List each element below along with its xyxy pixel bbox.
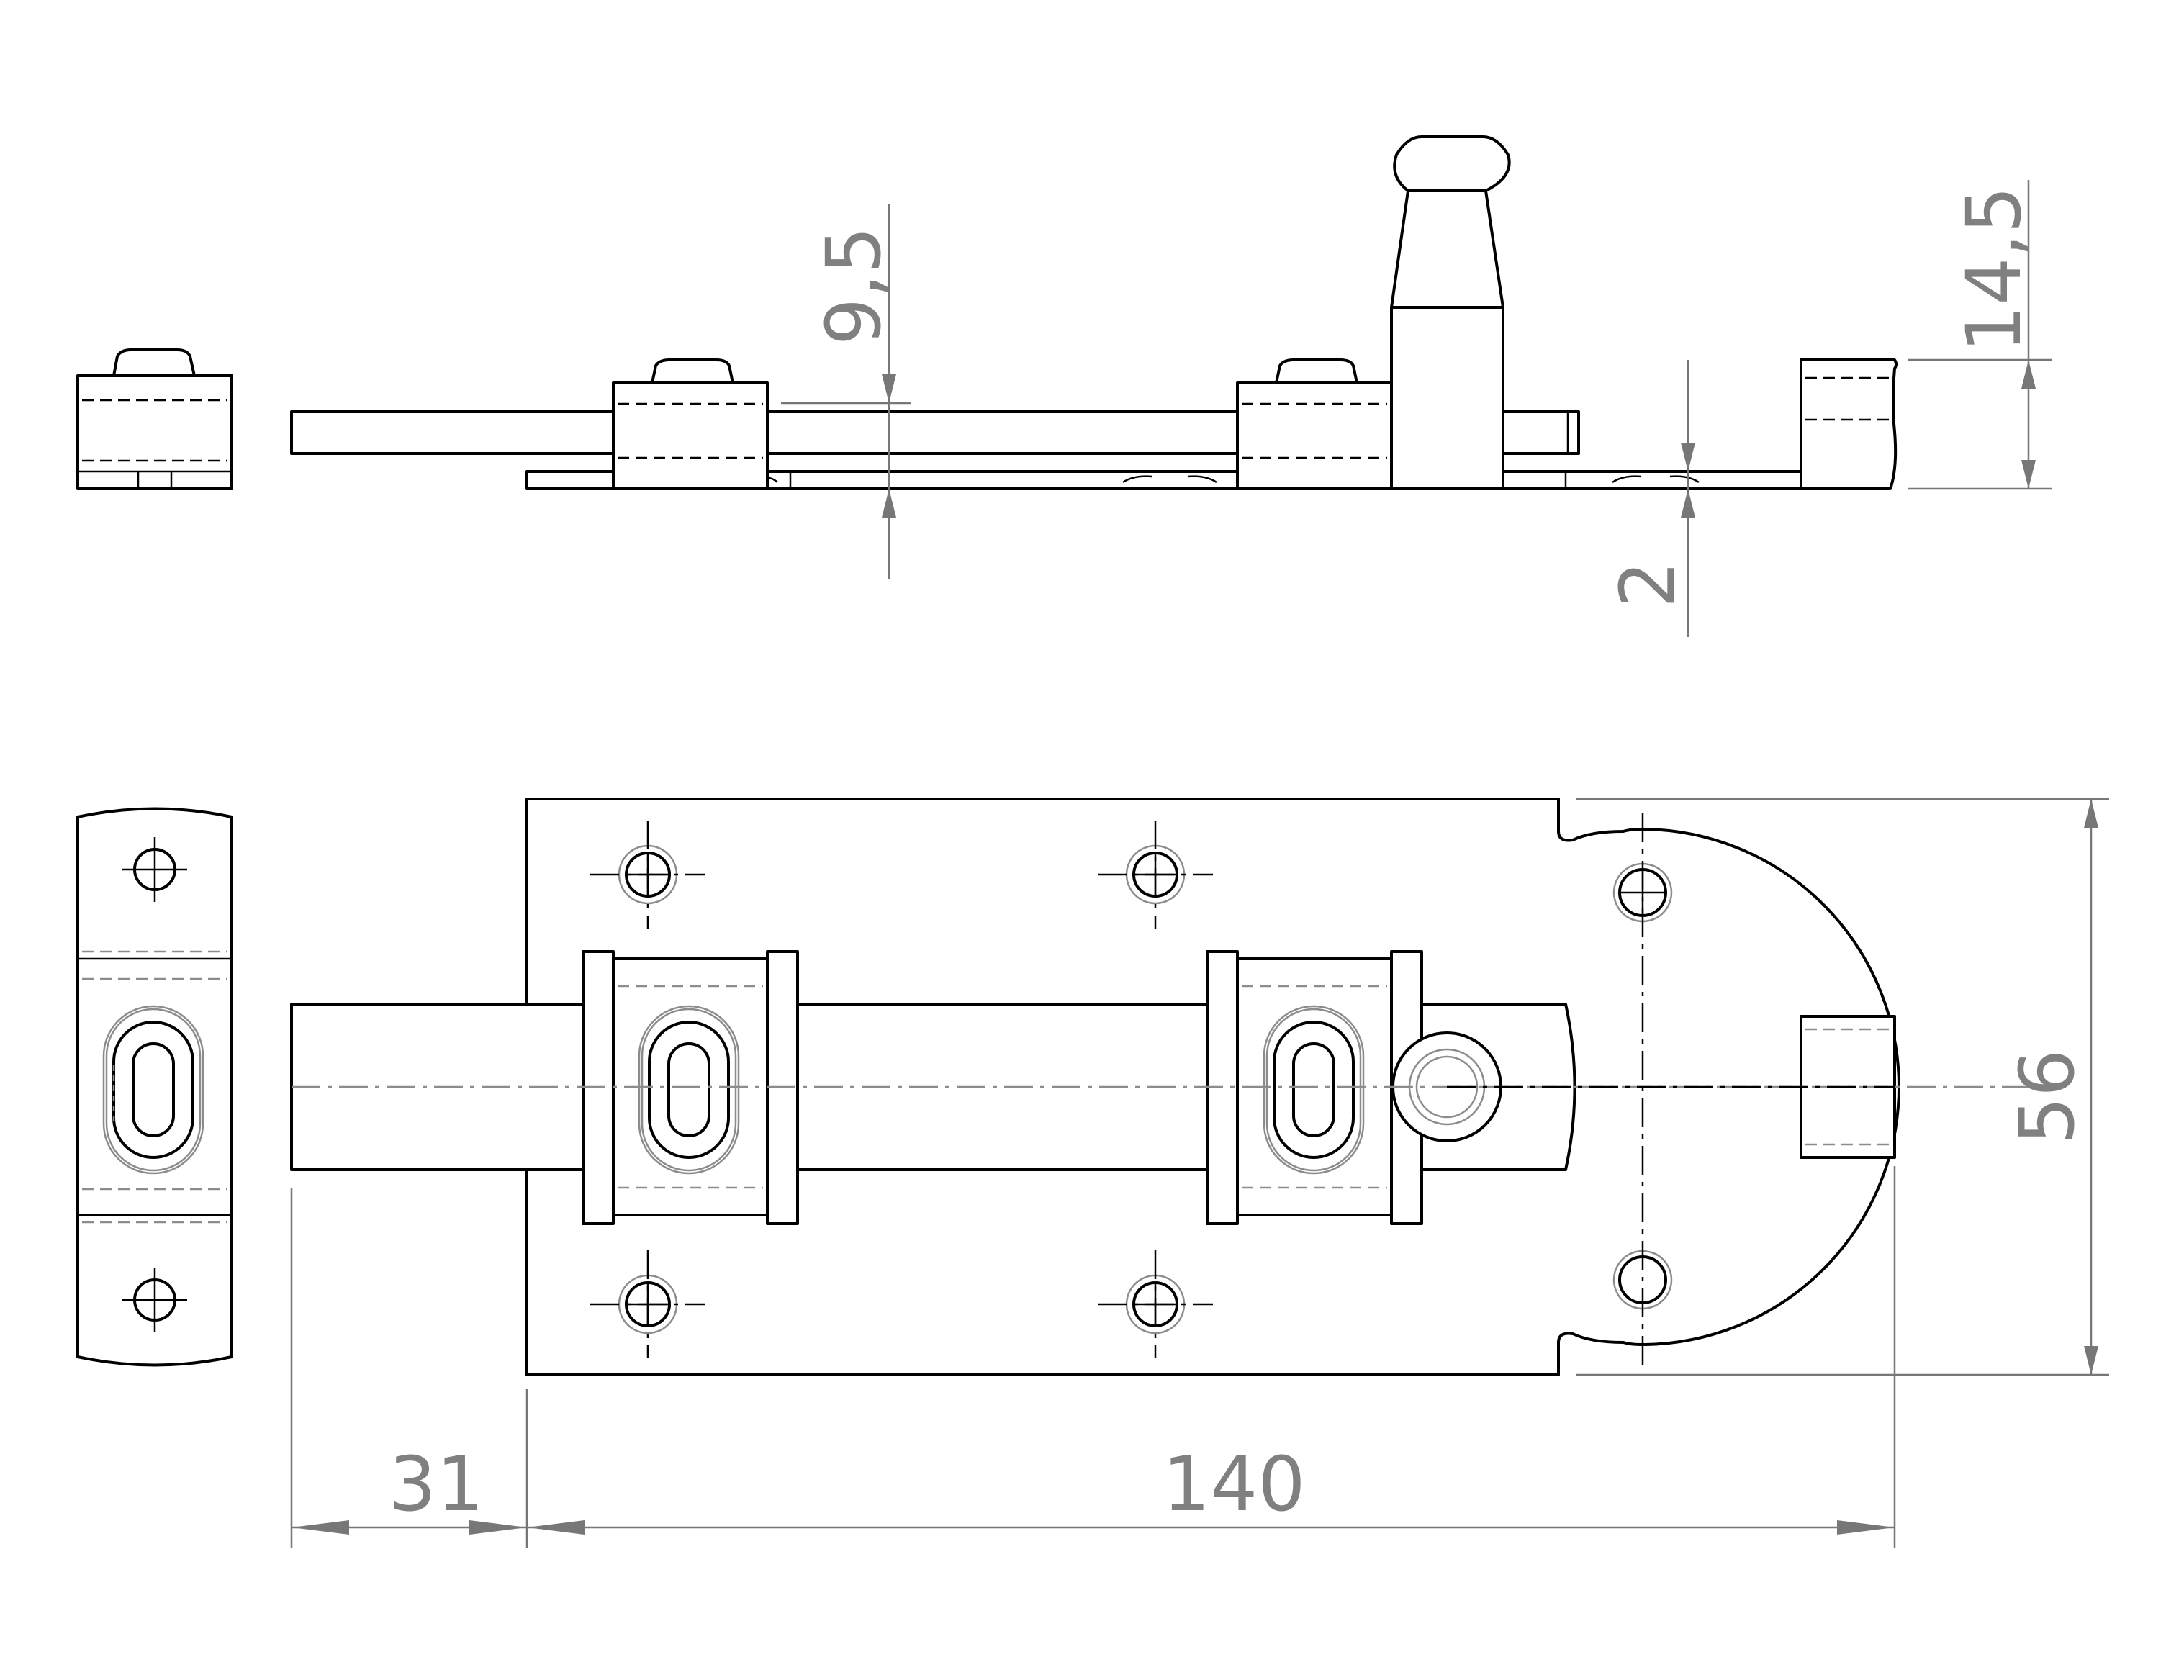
dim-label-2: 2: [1604, 561, 1692, 608]
side-guide-right: [1236, 358, 1393, 490]
dim-label-56: 56: [2003, 1049, 2091, 1144]
side-strike-keeper: [76, 348, 233, 490]
side-knob: [1390, 135, 1511, 490]
dim-plate-height: 56: [1576, 798, 2109, 1376]
side-view: 9,5 14,5 2: [76, 135, 2052, 637]
plate-hole-3: [590, 1250, 705, 1358]
front-strike-keeper: [76, 807, 233, 1367]
dim-total-height: 9,5: [781, 204, 911, 579]
plate-hole-4: [1098, 1250, 1213, 1358]
dim-label-9-5: 9,5: [810, 227, 898, 346]
plate-hole-1: [590, 821, 705, 929]
dim-knob-height: 14,5: [1908, 180, 2052, 490]
plate-hole-2: [1098, 821, 1213, 929]
front-view: 56 31 140: [76, 798, 2109, 1548]
dim-horizontal: 31 140: [290, 1166, 1896, 1548]
dim-plate-thickness: 2: [1604, 360, 1695, 637]
dim-label-140: 140: [1163, 1440, 1306, 1528]
side-end-bracket: [1800, 358, 1898, 490]
side-guide-left: [612, 358, 769, 490]
dim-label-31: 31: [389, 1440, 484, 1528]
dim-label-14-5: 14,5: [1950, 186, 2038, 353]
